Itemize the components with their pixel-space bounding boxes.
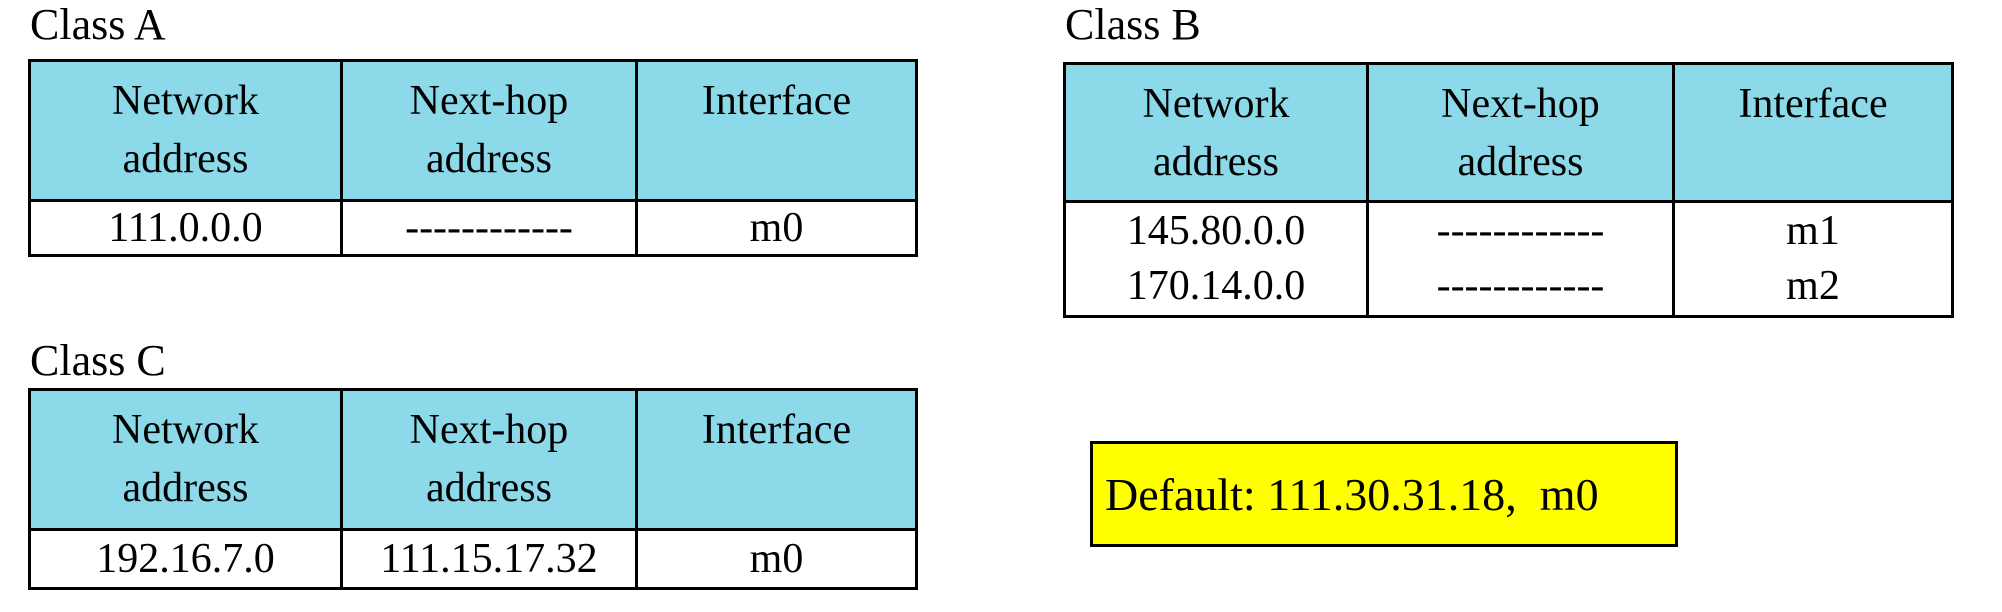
next-hop-dashes: ------------	[1436, 208, 1605, 254]
class-a-header-network-address: Network address	[31, 62, 340, 202]
class-c-table: Network address Next-hop address Interfa…	[28, 388, 918, 590]
interface-value: m0	[749, 535, 804, 582]
class-a-cell-interface: m0	[635, 202, 915, 254]
class-c-cell-network-address: 192.16.7.0	[31, 531, 340, 587]
network-address-value: 111.0.0.0	[108, 204, 263, 251]
class-a-cell-network-address: 111.0.0.0	[31, 202, 340, 254]
class-b-table: Network address Next-hop address Interfa…	[1063, 62, 1954, 318]
next-hop-dashes: ------------	[405, 204, 573, 251]
interface-value: m0	[749, 204, 804, 251]
class-b-header-next-hop-address: Next-hop address	[1366, 65, 1672, 203]
network-address-value: 192.16.7.0	[96, 535, 275, 582]
default-route-label: Default: 111.30.31.18, m0	[1105, 468, 1599, 520]
class-b-cell-interface: m1 m2	[1672, 203, 1951, 315]
interface-value: m2	[1786, 263, 1840, 309]
class-c-title: Class C	[30, 336, 166, 385]
next-hop-address-value: 111.15.17.32	[380, 535, 598, 582]
class-c-header-next-hop-address: Next-hop address	[340, 391, 635, 531]
class-c-header-network-address: Network address	[31, 391, 340, 531]
class-c-header-interface: Interface	[635, 391, 915, 531]
class-b-header-interface: Interface	[1672, 65, 1951, 203]
class-a-header-next-hop-address: Next-hop address	[340, 62, 635, 202]
class-b-cell-network-address: 145.80.0.0 170.14.0.0	[1066, 203, 1366, 315]
class-a-title: Class A	[30, 0, 166, 49]
class-c-cell-next-hop-address: 111.15.17.32	[340, 531, 635, 587]
network-address-value: 170.14.0.0	[1126, 263, 1306, 309]
class-a-cell-next-hop-address: ------------	[340, 202, 635, 254]
class-b-header-network-address: Network address	[1066, 65, 1366, 203]
class-b-title: Class B	[1065, 0, 1201, 49]
class-c-cell-interface: m0	[635, 531, 915, 587]
next-hop-dashes: ------------	[1436, 263, 1605, 309]
default-route-box: Default: 111.30.31.18, m0	[1090, 441, 1678, 547]
interface-value: m1	[1786, 208, 1840, 254]
class-b-cell-next-hop-address: ------------ ------------	[1366, 203, 1672, 315]
network-address-value: 145.80.0.0	[1126, 208, 1306, 254]
class-a-table: Network address Next-hop address Interfa…	[28, 59, 918, 257]
class-a-header-interface: Interface	[635, 62, 915, 202]
